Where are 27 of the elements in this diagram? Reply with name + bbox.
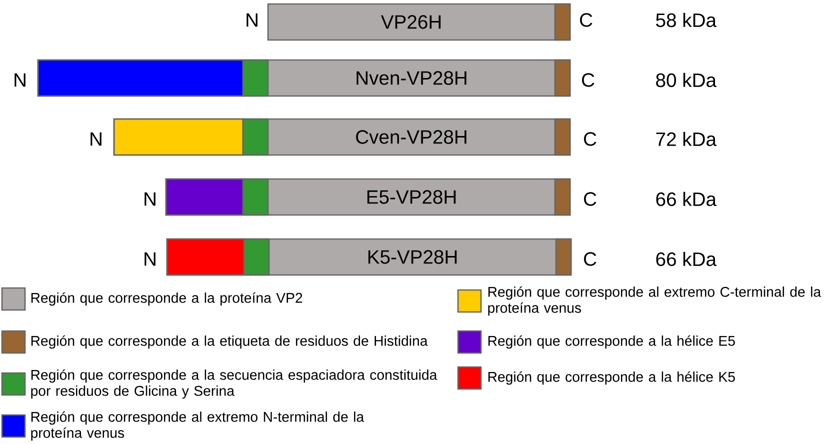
terminus-label: N [14,73,26,87]
terminus-label: N [144,192,156,206]
legend-text: Región que corresponde al extremo C-terminal de la proteína venus [488,286,822,316]
legend-text: Región que corresponde al extremo N-terminal de la proteína venus [31,411,364,441]
protein-bar: Cven-VP28H [113,118,571,156]
legend-text: Región que corresponde a la etiqueta de residuos de Histidina [31,335,428,349]
terminus-label: N [90,132,102,146]
legend-text: Región que corresponde a la secuencia espaciadora constituida por residuos de Glicina y Serina [31,369,438,399]
mass-label: 72 kDa [656,132,716,146]
protein-bar: VP26H [267,3,571,41]
legend-text: Región que corresponde a la hélice E5 [488,335,735,349]
legend-text: Región que corresponde a la proteína VP2 [31,292,302,306]
terminus-label: C [584,252,596,266]
terminus-label: C [584,192,596,206]
terminus-label: C [582,73,594,87]
terminus-label: C [580,13,592,27]
mass-label: 66 kDa [656,252,716,266]
mass-label: 80 kDa [656,72,716,88]
terminus-label: N [144,252,156,266]
mass-label: 66 kDa [656,192,716,206]
mass-label: 58 kDa [656,12,716,28]
protein-bar: E5-VP28H [165,178,571,216]
terminus-label: N [246,13,258,27]
protein-bar: K5-VP28H [166,238,572,276]
terminus-label: C [584,132,596,146]
legend-text: Región que corresponde a la hélice K5 [488,371,735,385]
protein-bar: Nven-VP28H [37,59,571,97]
